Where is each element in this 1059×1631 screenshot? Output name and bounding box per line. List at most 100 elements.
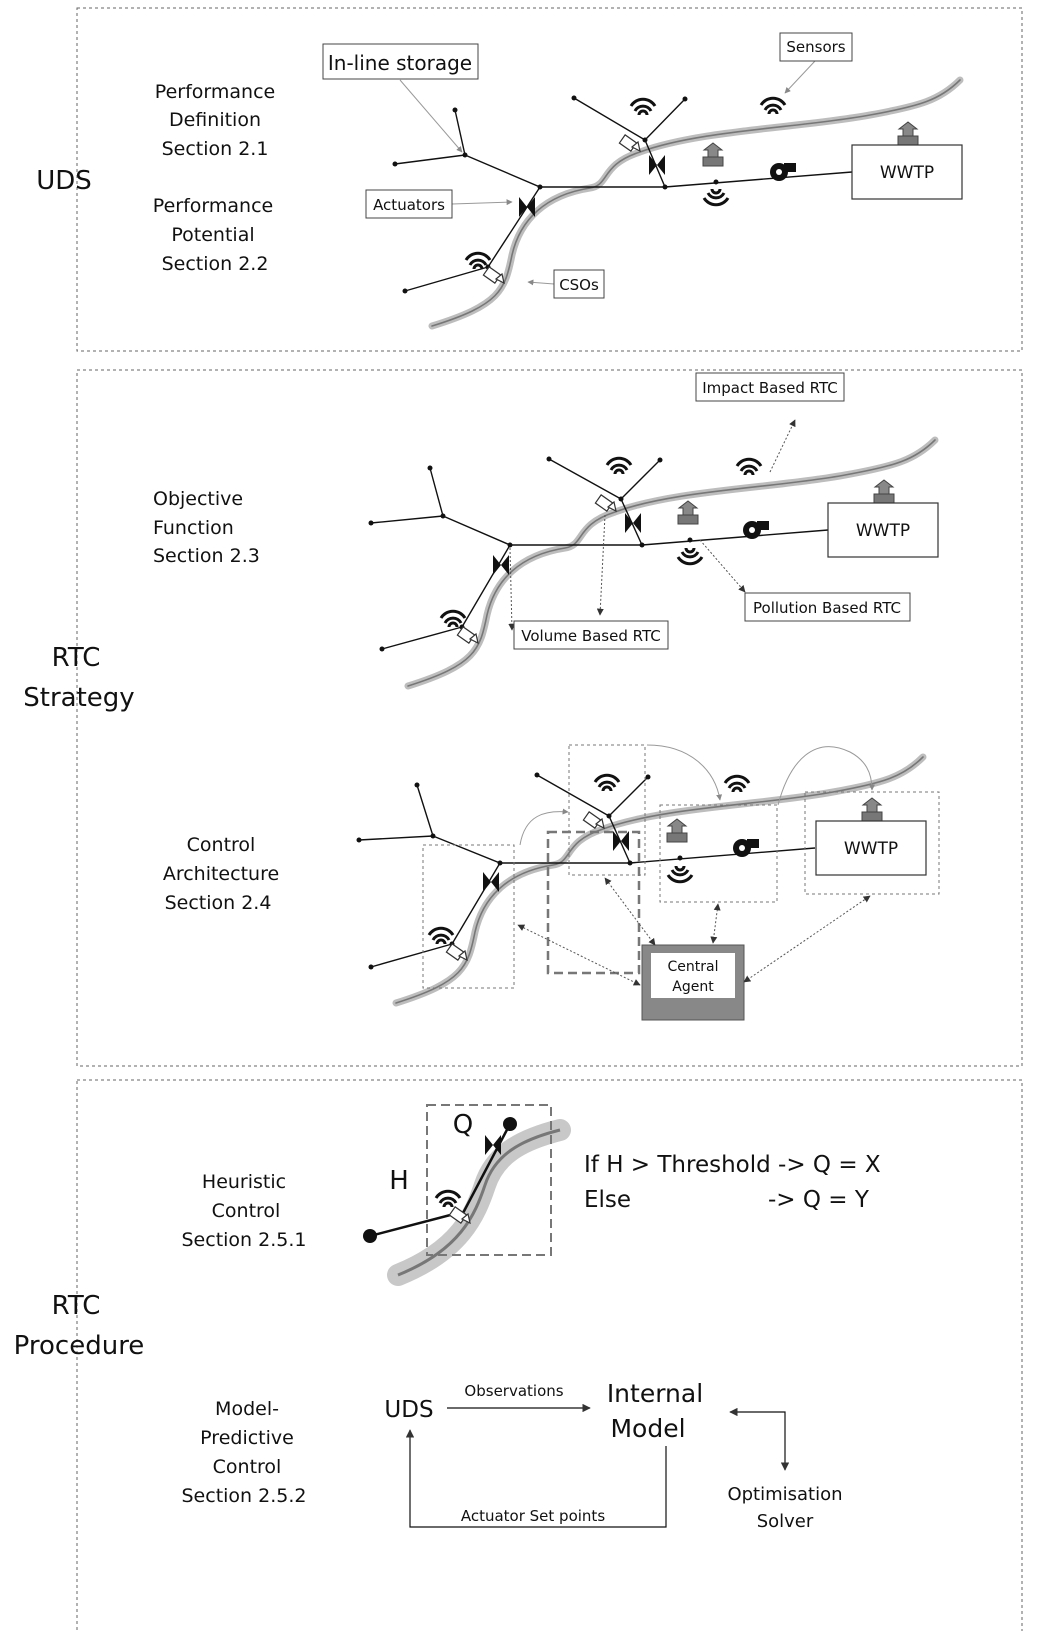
inline-storage-label-box <box>322 43 479 80</box>
optimisation-2: Solver <box>757 1511 814 1532</box>
label-rtc-strategy-2: Strategy <box>23 683 134 713</box>
mpc-3: Control <box>213 1456 282 1478</box>
wifi-sensor-icon <box>676 546 704 566</box>
wifi-sensor-icon <box>605 456 633 476</box>
heuristic-2: Control <box>212 1200 281 1222</box>
local-agent-zone-3 <box>659 804 778 903</box>
valve-actuator-icon <box>493 555 509 575</box>
camera-sensor-icon <box>594 494 617 512</box>
wifi-sensor-icon <box>593 773 621 793</box>
pollution-rtc-label-box <box>744 592 911 622</box>
perf-def-3: Section 2.1 <box>162 138 269 160</box>
valve-actuator-icon <box>649 155 665 175</box>
volume-rtc-label: Volume Based RTC <box>521 627 660 645</box>
label-uds: UDS <box>36 166 92 196</box>
wifi-sensor-icon <box>434 1189 462 1209</box>
sensors-label-box <box>779 32 853 62</box>
camera-sensor-icon <box>445 943 468 961</box>
panel-rtc-strategy <box>76 369 1023 1067</box>
mpc-4: Section 2.5.2 <box>182 1485 307 1507</box>
impact-rtc-label-box <box>695 372 845 402</box>
wifi-sensor-icon <box>723 774 751 794</box>
heuristic-q: Q <box>453 1110 473 1140</box>
sensors-label: Sensors <box>786 38 845 56</box>
pump-icon <box>743 521 769 539</box>
perf-def-1: Performance <box>155 81 275 103</box>
outlet-icon <box>897 121 919 146</box>
heuristic-h: H <box>389 1166 409 1196</box>
local-agent-zone-2 <box>568 744 646 876</box>
network-2 <box>368 436 939 690</box>
network-1 <box>392 76 964 330</box>
outlet-icon <box>702 142 724 167</box>
wwtp-box-3 <box>815 820 927 876</box>
internal-model-2: Model <box>610 1414 685 1443</box>
camera-sensor-icon <box>456 626 479 644</box>
control-arch-3: Section 2.4 <box>165 892 272 914</box>
control-arch-1: Control <box>187 834 256 856</box>
camera-sensor-icon <box>582 811 605 829</box>
wwtp-label-3: WWTP <box>844 839 898 859</box>
csos-label-box <box>553 269 605 299</box>
valve-actuator-icon <box>613 831 629 851</box>
central-agent-inner <box>651 953 735 998</box>
valve-actuator-icon <box>625 513 641 533</box>
impact-rtc-label: Impact Based RTC <box>702 379 838 397</box>
objective-3: Section 2.3 <box>153 545 260 567</box>
wwtp-box <box>851 144 963 200</box>
heuristic-3: Section 2.5.1 <box>182 1229 307 1251</box>
label-rtc-strategy-1: RTC <box>52 643 101 673</box>
wwtp-box-2 <box>827 502 939 558</box>
perf-pot-1: Performance <box>153 195 273 217</box>
wifi-sensor-icon <box>666 864 694 884</box>
heuristic-rule-1: If H > Threshold -> Q = X <box>584 1152 881 1178</box>
label-rtc-procedure-2: Procedure <box>14 1331 145 1361</box>
outlet-icon <box>873 479 895 504</box>
pollution-rtc-label: Pollution Based RTC <box>753 599 901 617</box>
wifi-sensor-icon <box>427 926 455 946</box>
network-3 <box>356 753 927 1007</box>
volume-rtc-label-box <box>513 620 669 650</box>
heuristic-1: Heuristic <box>202 1171 286 1193</box>
inline-storage-label: In-line storage <box>328 51 472 75</box>
mpc-uds: UDS <box>384 1397 433 1423</box>
wifi-sensor-icon <box>702 187 730 207</box>
wifi-sensor-icon <box>735 457 763 477</box>
outlet-icon <box>666 818 688 843</box>
perf-def-2: Definition <box>169 109 261 131</box>
camera-sensor-icon <box>618 134 641 152</box>
heuristic-rule-2a: Else <box>584 1187 631 1213</box>
csos-label: CSOs <box>559 276 599 294</box>
central-agent-2: Agent <box>672 979 714 995</box>
mpc-observations: Observations <box>464 1382 563 1400</box>
heuristic-rule-2b: -> Q = Y <box>768 1187 870 1213</box>
valve-actuator-icon <box>483 872 499 892</box>
outlet-icon <box>677 500 699 525</box>
camera-sensor-icon <box>482 266 505 284</box>
panel-rtc-procedure <box>76 1079 1023 1631</box>
actuators-label: Actuators <box>373 196 445 214</box>
perf-pot-2: Potential <box>171 224 254 246</box>
local-agent-zone-1 <box>422 844 515 989</box>
optimisation-1: Optimisation <box>727 1484 842 1505</box>
outlet-icon <box>861 797 883 822</box>
wwtp-label-2: WWTP <box>856 521 910 541</box>
perf-pot-3: Section 2.2 <box>162 253 269 275</box>
actuators-label-box <box>365 189 453 219</box>
internal-model-1: Internal <box>607 1379 703 1408</box>
objective-1: Objective <box>153 488 243 510</box>
wifi-sensor-icon <box>759 96 787 116</box>
objective-2: Function <box>153 517 234 539</box>
wwtp-label: WWTP <box>880 163 934 183</box>
heuristic-sketch <box>363 1104 571 1286</box>
local-agent-zone-4 <box>804 791 940 895</box>
pump-icon <box>733 839 759 857</box>
control-arch-2: Architecture <box>163 863 279 885</box>
wifi-sensor-icon <box>629 97 657 117</box>
label-rtc-procedure-1: RTC <box>52 1291 101 1321</box>
actuator-setpoints: Actuator Set points <box>461 1507 605 1525</box>
mpc-2: Predictive <box>200 1427 294 1449</box>
panel-uds <box>76 7 1023 352</box>
mpc-1: Model- <box>215 1398 279 1420</box>
